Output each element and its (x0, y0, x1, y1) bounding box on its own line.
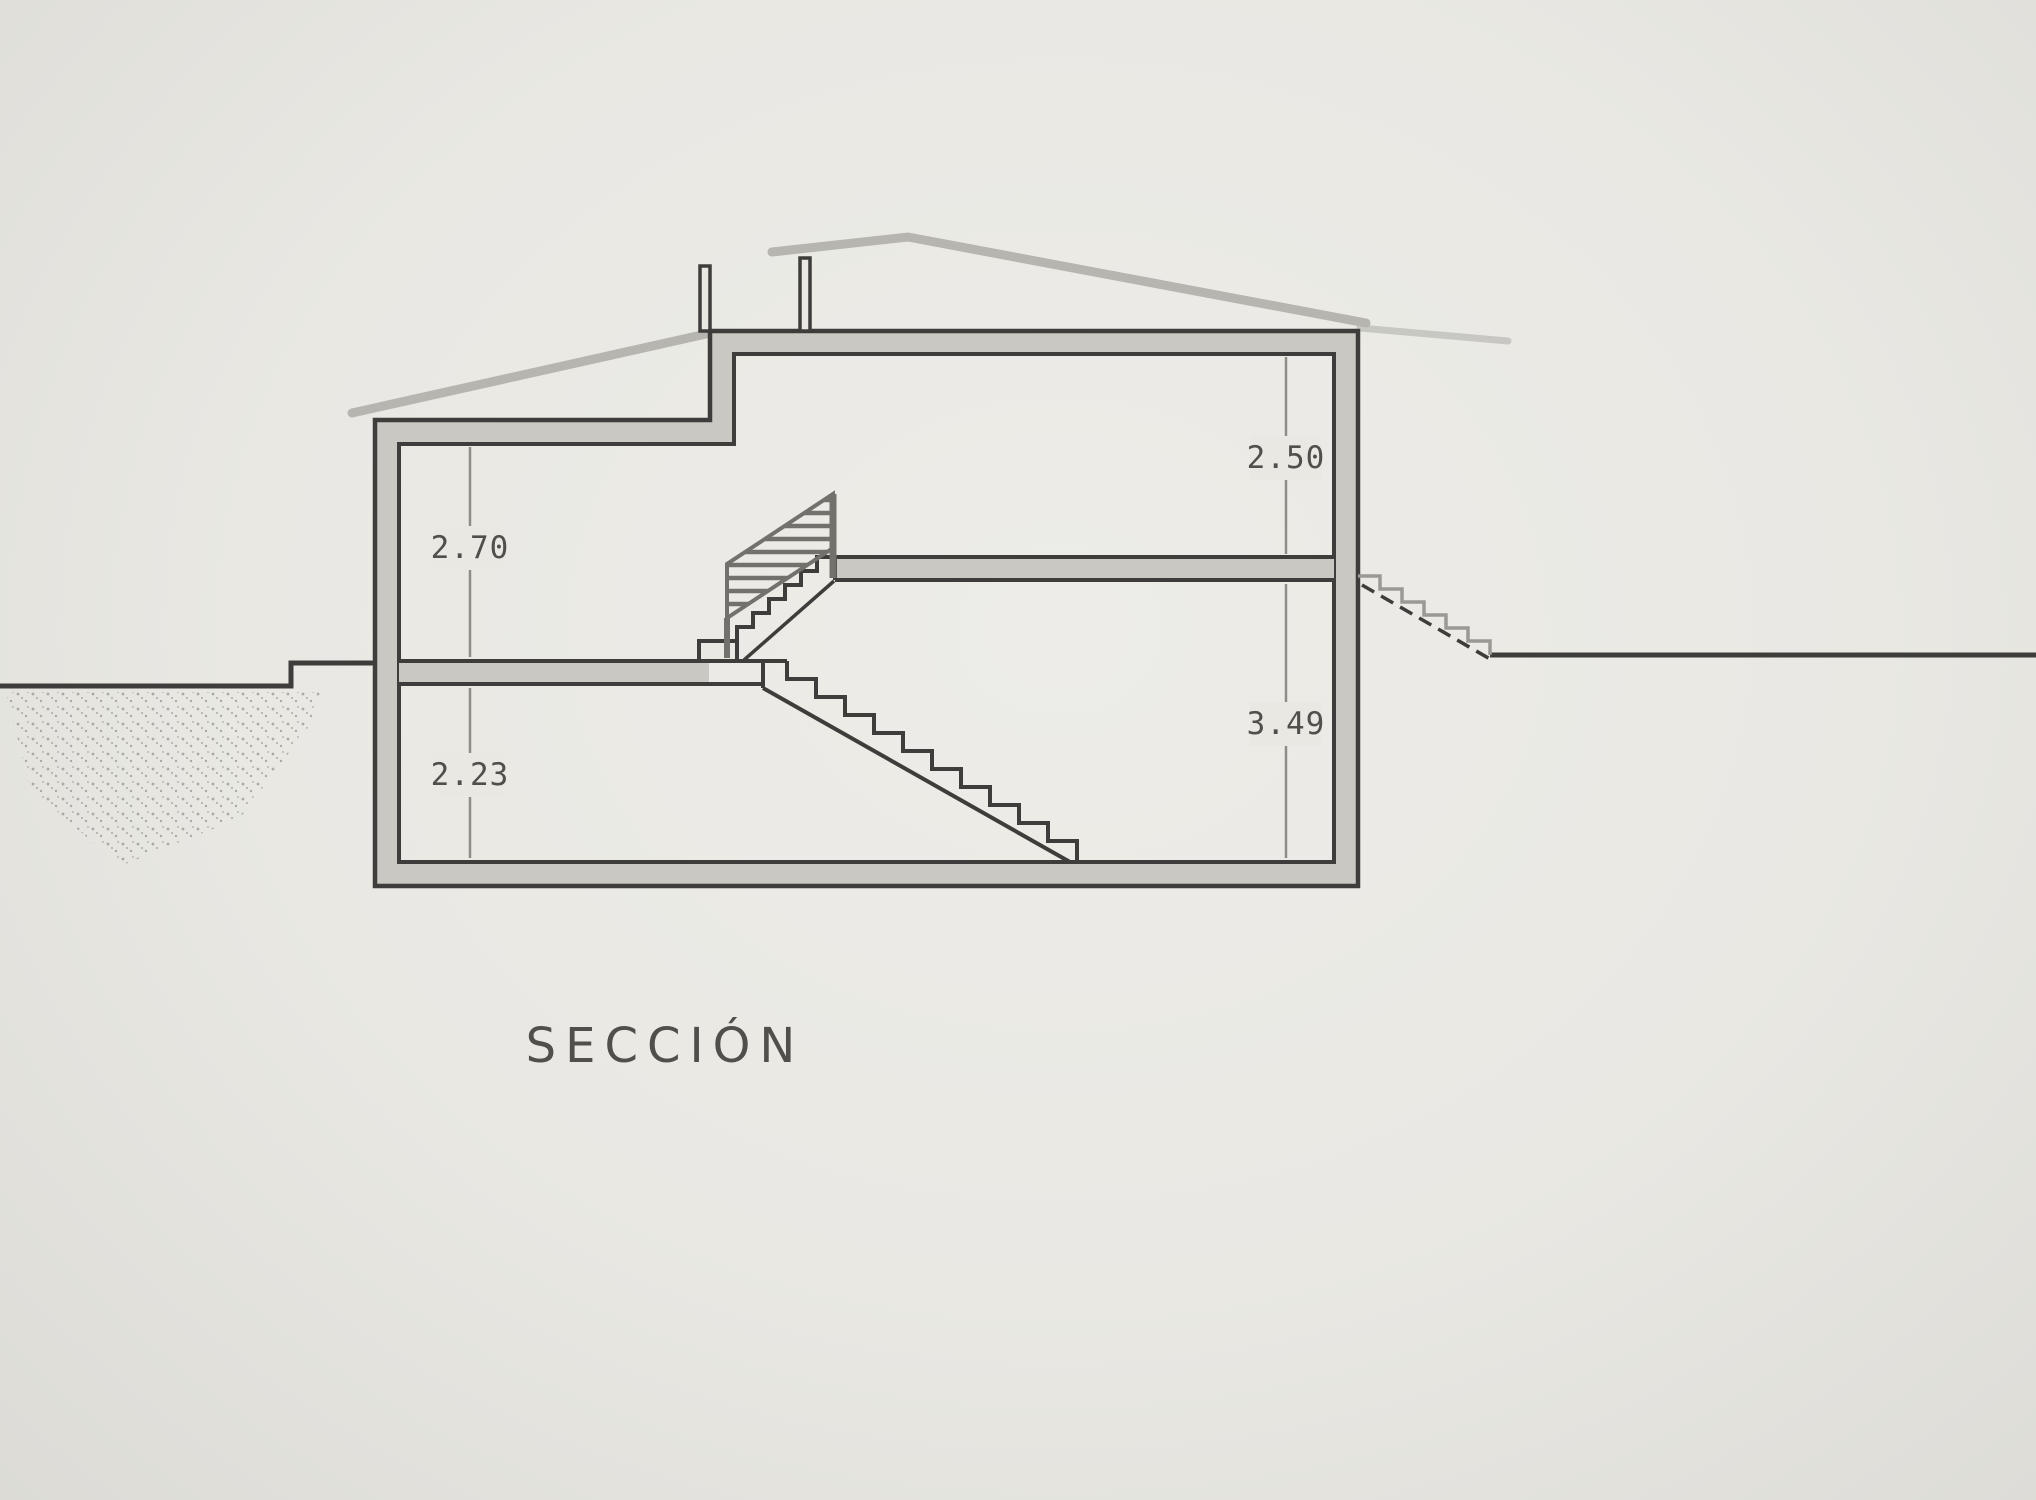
dimension-upper-right: 2.50 (1247, 357, 1326, 554)
stair-railing (724, 490, 837, 658)
dimension-lower-left-label: 2.23 (431, 757, 510, 793)
dimension-upper-right-label: 2.50 (1247, 440, 1326, 476)
chimney-left (698, 264, 712, 333)
roof-sketch-lines (347, 232, 1512, 418)
dimension-lower-right: 3.49 (1247, 584, 1326, 858)
exterior-steps (1358, 574, 1492, 661)
dimension-lower-left: 2.23 (431, 688, 510, 858)
drawing-title: SECCIÓN (526, 1017, 805, 1074)
entry-floor-slab (399, 659, 787, 686)
intermediate-floor-slab (833, 555, 1334, 582)
dimension-upper-left: 2.70 (431, 447, 510, 657)
dimension-upper-left-label: 2.70 (431, 530, 510, 566)
terrain-stipple (6, 692, 322, 866)
ground-line-left (0, 660, 375, 689)
chimney-right (798, 256, 812, 333)
stair-lower-flight (761, 661, 1079, 864)
building-walls (372, 328, 1361, 889)
dimension-lower-right-label: 3.49 (1247, 706, 1326, 742)
